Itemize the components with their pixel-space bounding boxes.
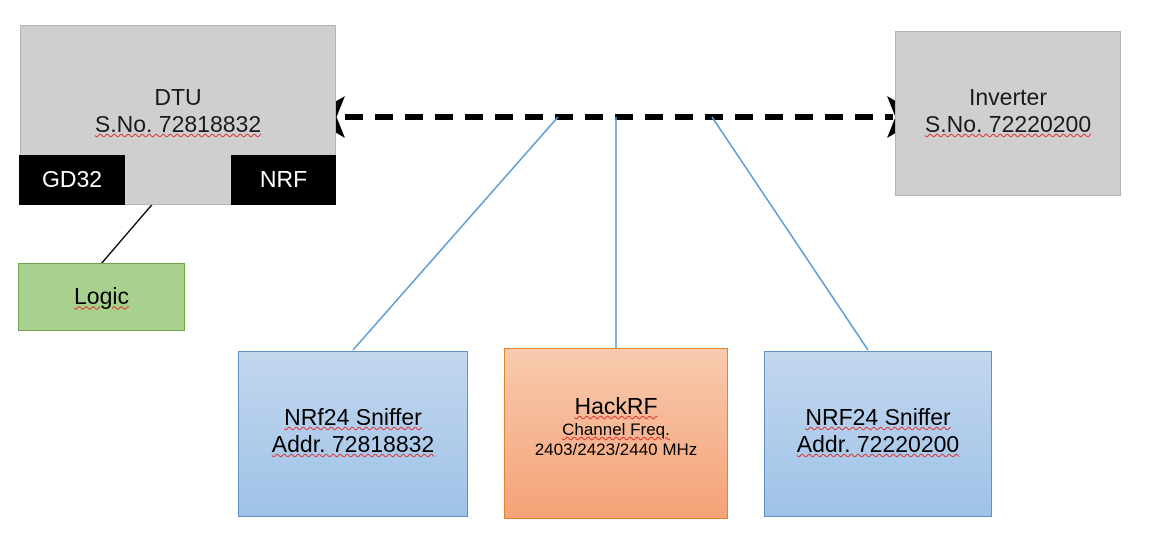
nrf24-sniffer-left-node[interactable]: NRf24 Sniffer Addr. 72818832 bbox=[238, 351, 468, 517]
hackrf-frequencies: 2403/2423/2440 MHz bbox=[534, 440, 698, 460]
inverter-label: Inverter bbox=[969, 84, 1047, 110]
logic-label: Logic bbox=[74, 283, 129, 310]
nrf-chip-node[interactable]: NRF bbox=[231, 155, 336, 205]
sniffer-right-addr: Addr. 72220200 bbox=[797, 431, 959, 458]
inverter-serial-text: S.No. 72220200 bbox=[924, 111, 1092, 138]
nrf24-sniffer-right-node[interactable]: NRF24 Sniffer Addr. 72220200 bbox=[764, 351, 992, 517]
logic-analyzer-node[interactable]: Logic bbox=[18, 263, 185, 331]
gd32-label: GD32 bbox=[41, 166, 103, 193]
sniffer-left-addr-text: Addr. 72818832 bbox=[271, 431, 435, 458]
inverter-node[interactable]: Inverter S.No. 72220200 bbox=[895, 31, 1121, 196]
sniffer-right-label: NRF24 Sniffer bbox=[805, 404, 950, 431]
sniffer-right-label-text: NRF24 Sniffer bbox=[805, 404, 951, 430]
gd32-chip-node[interactable]: GD32 bbox=[19, 155, 125, 205]
sniffer-left-tap bbox=[352, 116, 559, 351]
dtu-label: DTU bbox=[154, 84, 202, 110]
sniffer-left-label-text: NRf24 Sniffer bbox=[284, 404, 422, 430]
sniffer-left-label: NRf24 Sniffer bbox=[284, 404, 422, 431]
logic-label-text: Logic bbox=[74, 283, 129, 310]
hackrf-channel-caption-text: Channel Freq. bbox=[562, 420, 670, 440]
hackrf-label: HackRF bbox=[574, 393, 657, 420]
sniffer-left-addr: Addr. 72818832 bbox=[272, 431, 434, 458]
hackrf-label-text: HackRF bbox=[574, 393, 658, 419]
hackrf-channel-caption: Channel Freq. bbox=[562, 420, 670, 440]
dtu-serial: S.No. 72818832 bbox=[95, 111, 261, 138]
sniffer-right-tap bbox=[711, 116, 869, 351]
hackrf-node[interactable]: HackRF Channel Freq. 2403/2423/2440 MHz bbox=[504, 348, 728, 519]
inverter-serial: S.No. 72220200 bbox=[925, 111, 1091, 138]
nrf-label: NRF bbox=[259, 166, 308, 193]
sniffer-right-addr-text: Addr. 72220200 bbox=[796, 431, 960, 458]
dtu-serial-text: S.No. 72818832 bbox=[94, 111, 262, 138]
